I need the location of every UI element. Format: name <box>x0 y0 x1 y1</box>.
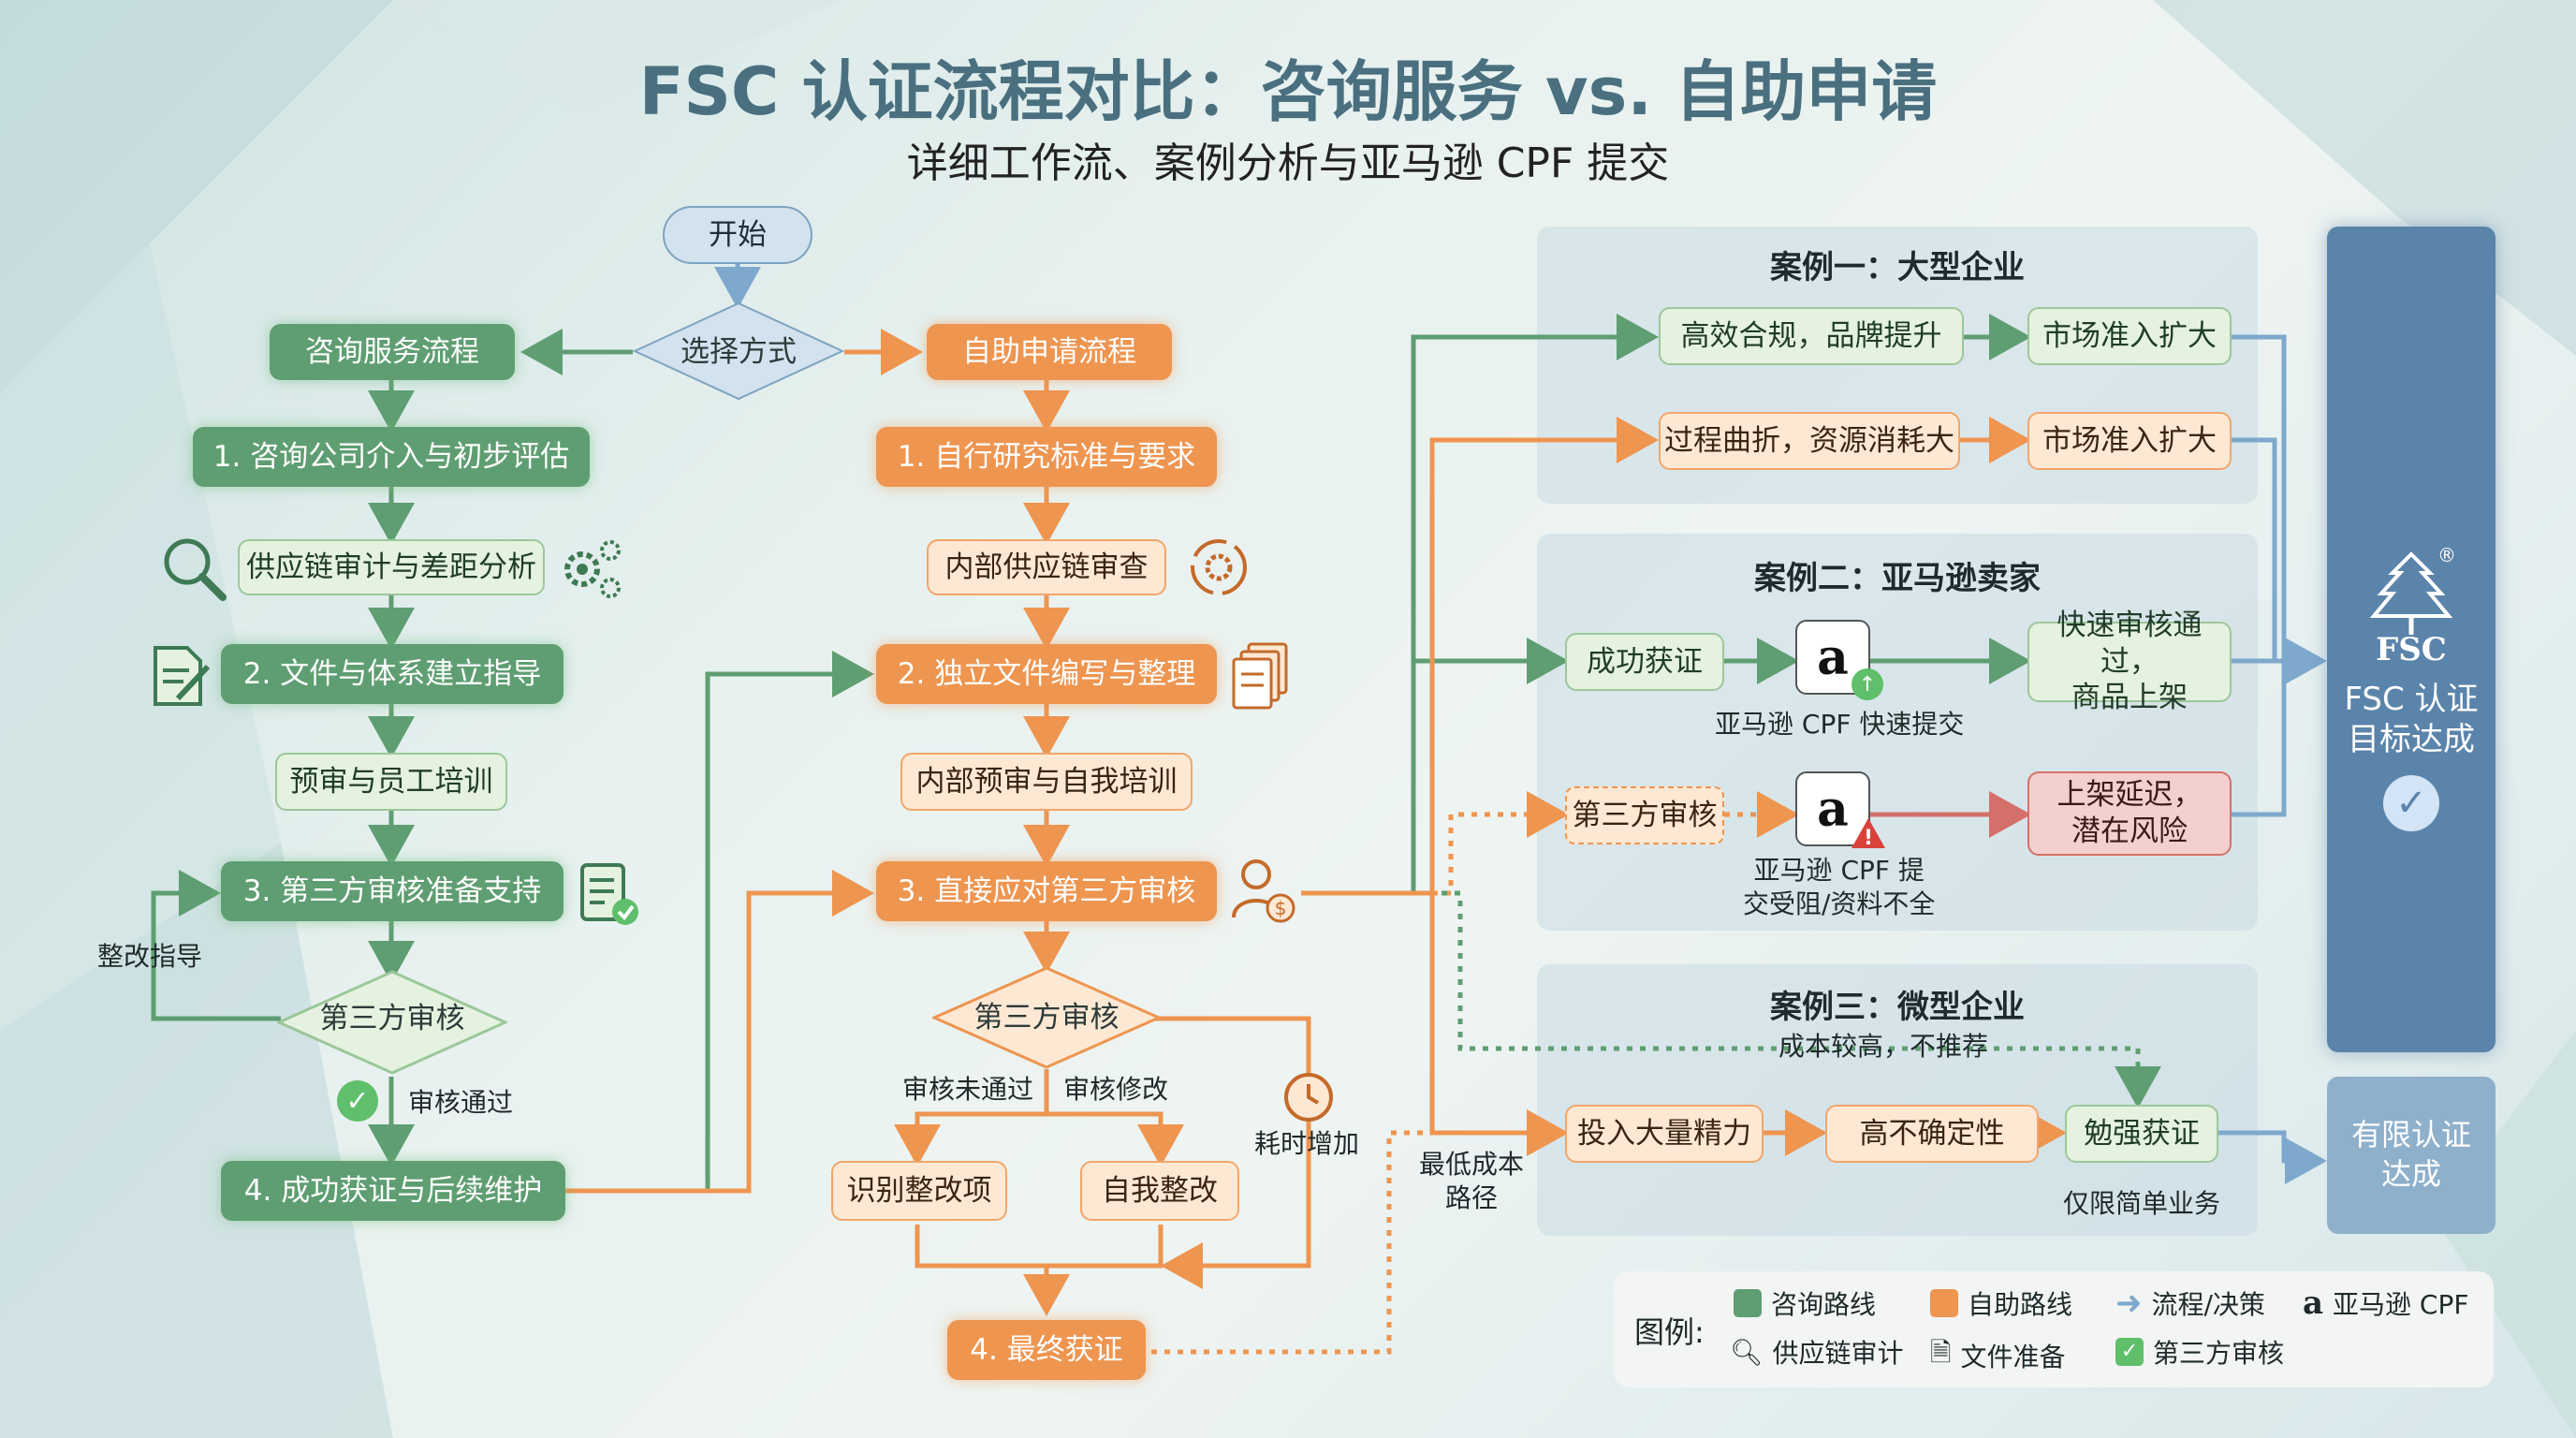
consult-step3[interactable]: 3. 第三方审核准备支持 <box>221 861 564 921</box>
fsc-registered: ® <box>2437 544 2456 566</box>
case1-b2[interactable]: 市场准入扩大 <box>2027 412 2232 470</box>
search-small-icon: 🔍︎ <box>1730 1336 1764 1368</box>
amazon-fast-label: 亚马逊 CPF 快速提交 <box>1715 709 1965 740</box>
amazon-blocked-label: 亚马逊 CPF 提 交受阻/资料不全 <box>1743 855 1936 920</box>
documents-icon <box>1232 642 1288 710</box>
start-node[interactable]: 开始 <box>663 206 812 264</box>
lowcost-label: 最低成本 路径 <box>1419 1149 1525 1214</box>
case2-b1[interactable]: 第三方审核 <box>1565 786 1724 844</box>
case1-a2[interactable]: 市场准入扩大 <box>2027 307 2232 365</box>
identify-node[interactable]: 识别整改项 <box>831 1161 1007 1221</box>
consult-sub2[interactable]: 预审与员工培训 <box>275 753 507 811</box>
orange-swatch <box>1930 1289 1958 1317</box>
goal-check-icon: ✓ <box>2383 775 2439 831</box>
checklist-icon <box>580 863 638 925</box>
self-sub2[interactable]: 内部预审与自我培训 <box>900 753 1193 811</box>
case3-b3-note: 仅限简单业务 <box>2063 1188 2221 1219</box>
case3-b1[interactable]: 投入大量精力 <box>1565 1105 1764 1163</box>
self-audit-label: 第三方审核 <box>973 1000 1120 1034</box>
clock-icon <box>1284 1073 1333 1122</box>
consult-sub1[interactable]: 供应链审计与差距分析 <box>238 539 545 595</box>
decision-label: 选择方式 <box>681 334 797 369</box>
legend-self: 自助路线 <box>1930 1284 2072 1322</box>
consult-header[interactable]: 咨询服务流程 <box>270 324 515 380</box>
gear-icon <box>564 540 621 598</box>
legend-audit: ✓第三方审核 <box>2115 1333 2284 1371</box>
green-swatch <box>1734 1289 1762 1317</box>
legend-doc: 🗎︎文件准备 <box>1930 1333 2066 1378</box>
case3-note: 成本较高，不推荐 <box>1778 1031 1989 1062</box>
consult-audit-label: 第三方审核 <box>319 1001 465 1035</box>
case2-title: 案例二：亚马逊卖家 <box>1754 560 2041 597</box>
rework-label: 整改指导 <box>97 941 203 972</box>
case3-b2[interactable]: 高不确定性 <box>1825 1105 2039 1163</box>
arrow-icon: ➜ <box>2115 1284 2143 1322</box>
document-small-icon: 🗎︎ <box>1930 1337 1952 1368</box>
goal-limited: 有限认证 达成 <box>2327 1077 2496 1234</box>
amazon-small-icon: a <box>2303 1284 2324 1322</box>
case1-b1[interactable]: 过程曲折，资源消耗大 <box>1659 412 1960 470</box>
case3-b3[interactable]: 勉强获证 <box>2065 1105 2218 1163</box>
self-audit-diamond[interactable] <box>932 966 1161 1069</box>
pass-label: 审核通过 <box>408 1087 514 1118</box>
case2-b2[interactable]: 上架延迟， 潜在风险 <box>2027 771 2232 856</box>
case1-a1[interactable]: 高效合规，品牌提升 <box>1659 307 1964 365</box>
self-sub1[interactable]: 内部供应链审查 <box>927 539 1166 595</box>
search-icon <box>164 538 227 601</box>
decision-diamond[interactable] <box>633 301 844 401</box>
consult-step1[interactable]: 1. 咨询公司介入与初步评估 <box>193 427 590 487</box>
person-cost-icon: $ <box>1232 859 1295 923</box>
upload-icon: ↑ <box>1852 668 1883 700</box>
goal-main-label: FSC 认证 目标达成 <box>2344 681 2479 758</box>
modify-label: 审核修改 <box>1063 1074 1169 1105</box>
self-step2[interactable]: 2. 独立文件编写与整理 <box>876 644 1217 704</box>
self-step3[interactable]: 3. 直接应对第三方审核 <box>876 861 1217 921</box>
fsc-logo-text: FSC <box>2376 631 2447 668</box>
check-icon: ✓ <box>337 1080 378 1122</box>
case3-title: 案例三：微型企业 <box>1770 989 2025 1026</box>
check-small-icon: ✓ <box>2115 1338 2144 1366</box>
page-subtitle: 详细工作流、案例分析与亚马逊 CPF 提交 <box>906 139 1670 187</box>
svg-text:$: $ <box>1275 897 1287 919</box>
amazon-icon-blocked: a <box>1795 771 1870 846</box>
refresh-gear-icon <box>1191 539 1247 595</box>
fsc-tree-icon <box>2369 551 2453 635</box>
page-title: FSC 认证流程对比：咨询服务 vs. 自助申请 <box>638 53 1938 130</box>
self-header[interactable]: 自助申请流程 <box>927 324 1172 380</box>
consult-audit-diamond[interactable] <box>277 970 507 1075</box>
case2-a2[interactable]: 快速审核通过， 商品上架 <box>2027 609 2232 714</box>
goal-panel <box>2327 227 2496 1052</box>
selffix-node[interactable]: 自我整改 <box>1080 1161 1239 1221</box>
self-final[interactable]: 4. 最终获证 <box>947 1320 1146 1380</box>
case2-panel <box>1537 534 2258 931</box>
legend-flow: ➜流程/决策 <box>2115 1284 2265 1322</box>
self-step1[interactable]: 1. 自行研究标准与要求 <box>876 427 1217 487</box>
consult-step4[interactable]: 4. 成功获证与后续维护 <box>221 1161 565 1221</box>
legend-consult: 咨询路线 <box>1734 1284 1876 1322</box>
consult-step2[interactable]: 2. 文件与体系建立指导 <box>221 644 564 704</box>
case2-a1[interactable]: 成功获证 <box>1565 633 1724 691</box>
amazon-icon: a <box>1795 620 1870 695</box>
warning-icon: ! <box>1852 818 1885 850</box>
case1-title: 案例一：大型企业 <box>1770 249 2025 286</box>
legend-title: 图例: <box>1634 1314 1705 1350</box>
fail-label: 审核未通过 <box>902 1074 1034 1105</box>
document-edit-icon <box>154 646 211 706</box>
svg-text:!: ! <box>1864 827 1873 850</box>
legend-supply: 🔍︎供应链审计 <box>1730 1336 1904 1370</box>
time-label: 耗时增加 <box>1254 1128 1360 1159</box>
